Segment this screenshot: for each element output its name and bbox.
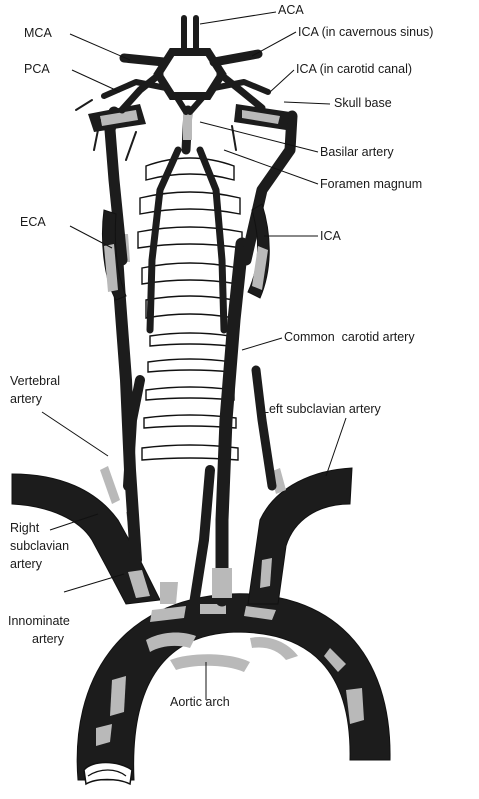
label-eca: ECA [20,215,46,229]
label-mca: MCA [24,26,52,40]
label-vertebral-line1: Vertebral [10,374,60,388]
label-innominate-line2: artery [32,632,65,646]
label-ica-cavernous: ICA (in cavernous sinus) [298,25,433,39]
label-basilar-artery: Basilar artery [320,145,394,159]
label-common-carotid: Common carotid artery [284,330,415,344]
label-ica-carotid-canal: ICA (in carotid canal) [296,62,412,76]
label-pca: PCA [24,62,50,76]
label-right-subclavian-line3: artery [10,557,43,571]
label-vertebral-line2: artery [10,392,43,406]
vertebra [146,158,234,180]
label-right-subclavian-line2: subclavian [10,539,69,553]
label-left-subclavian: Left subclavian artery [262,402,382,416]
label-aortic-arch: Aortic arch [170,695,230,709]
vertebra [146,387,234,400]
label-aca: ACA [278,3,304,17]
label-foramen-magnum: Foramen magnum [320,177,422,191]
label-innominate-line1: Innominate [8,614,70,628]
vertebra [150,333,230,346]
label-right-subclavian-line1: Right [10,521,40,535]
label-skull-base: Skull base [334,96,392,110]
vertebra [148,359,232,372]
label-ica: ICA [320,229,342,243]
aortic-arch [77,594,390,784]
